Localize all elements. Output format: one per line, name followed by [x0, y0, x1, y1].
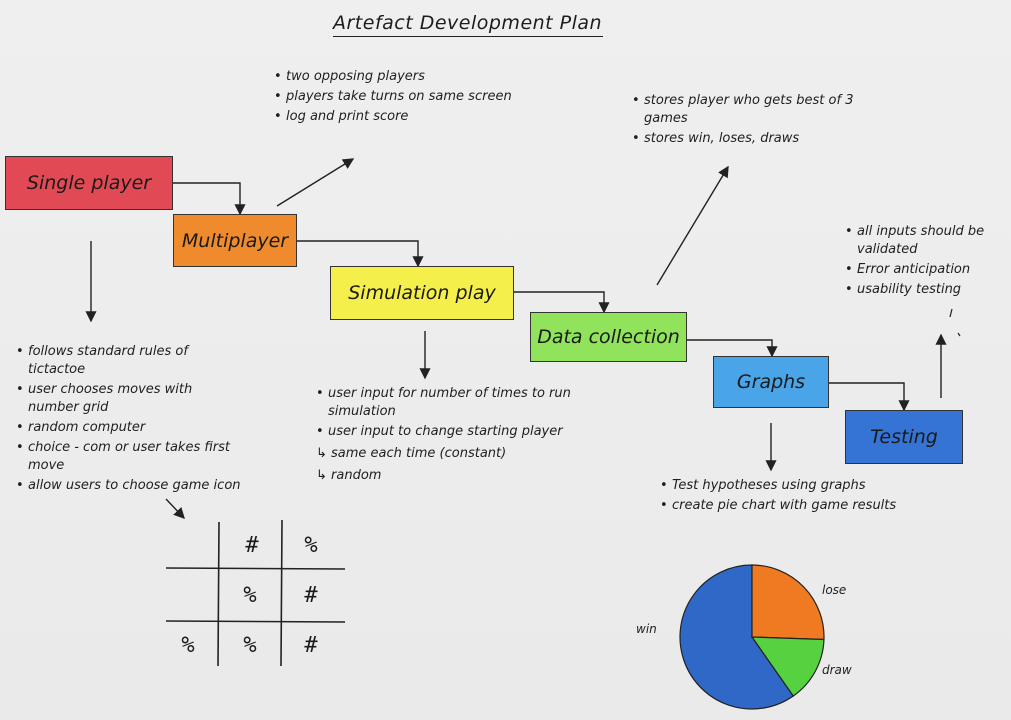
grid-cell: %	[181, 632, 195, 658]
connector-graphs-to-testing	[829, 382, 910, 412]
simulation-sub-item: ↳ random	[316, 468, 382, 483]
grid-cell: #	[304, 632, 318, 658]
grid-cell	[158, 573, 218, 617]
pencil-mark-2	[957, 332, 961, 337]
multiplayer-box: Multiplayer	[173, 214, 297, 267]
testing-notes: all inputs should be validated Error ant…	[845, 223, 1009, 301]
multiplayer-note-item: two opposing players	[274, 68, 534, 86]
single-note-item: choice - com or user takes first move	[16, 439, 246, 475]
grid-cell: %	[243, 632, 257, 658]
single-note-item: follows standard rules of tictactoe	[16, 343, 246, 379]
single-note-item: allow users to choose game icon	[16, 477, 246, 495]
grid-cell: #	[304, 582, 318, 608]
simulation-play-box: Simulation play	[330, 266, 514, 320]
multiplayer-notes: two opposing players players take turns …	[274, 68, 534, 128]
pie-slice-draw	[750, 636, 825, 697]
single-note-item: user chooses moves with number grid	[16, 381, 246, 417]
graphs-note-item: create pie chart with game results	[660, 497, 902, 515]
simulation-sub-item: ↳ same each time (constant)	[316, 446, 507, 461]
multiplayer-note-item: players take turns on same screen	[274, 88, 534, 106]
pie-label-draw: draw	[822, 663, 852, 677]
multiplayer-note-item: log and print score	[274, 108, 534, 126]
data-collection-notes: stores player who gets best of 3 games s…	[632, 92, 882, 150]
data-note-item: stores win, loses, draws	[632, 130, 882, 148]
grid-cell	[158, 523, 218, 567]
graphs-notes: Test hypotheses using graphs create pie …	[660, 477, 1000, 517]
testing-note-item: Error anticipation	[845, 261, 1009, 279]
pie-slice-loss	[751, 564, 825, 641]
single-note-item: random computer	[16, 419, 246, 437]
grid-cell: #	[245, 532, 259, 558]
pie-label-win: win	[636, 622, 657, 636]
pie-chart	[679, 564, 825, 710]
connector-single-to-multi	[173, 182, 246, 216]
connector-multi-to-sim	[297, 240, 424, 268]
simulation-note-item: user input to change starting player	[316, 423, 586, 441]
pie-slice-win	[679, 564, 795, 710]
data-collection-box: Data collection	[530, 312, 687, 362]
testing-box: Testing	[845, 410, 963, 464]
single-player-box: Single player	[5, 156, 173, 210]
arrow-data-notes	[656, 165, 729, 286]
connector-data-to-graphs	[687, 339, 778, 358]
graphs-note-item: Test hypotheses using graphs	[660, 477, 1000, 495]
testing-note-item: all inputs should be validated	[845, 223, 1009, 259]
grid-cell: %	[243, 582, 257, 608]
simulation-notes: user input for number of times to run si…	[316, 385, 586, 487]
pencil-mark	[949, 308, 953, 318]
graphs-box: Graphs	[713, 356, 829, 408]
connector-sim-to-data	[514, 291, 610, 314]
arrow-to-grid	[165, 498, 185, 520]
grid-cell: %	[304, 532, 318, 558]
testing-note-item: usability testing	[845, 281, 1009, 299]
page-title: Artefact Development Plan	[333, 12, 603, 37]
data-note-item: stores player who gets best of 3 games	[632, 92, 882, 128]
arrow-multiplayer-notes	[276, 158, 355, 207]
pie-label-loss: lose	[822, 583, 847, 597]
single-player-notes: follows standard rules of tictactoe user…	[16, 343, 246, 497]
simulation-note-item: user input for number of times to run si…	[316, 385, 586, 421]
